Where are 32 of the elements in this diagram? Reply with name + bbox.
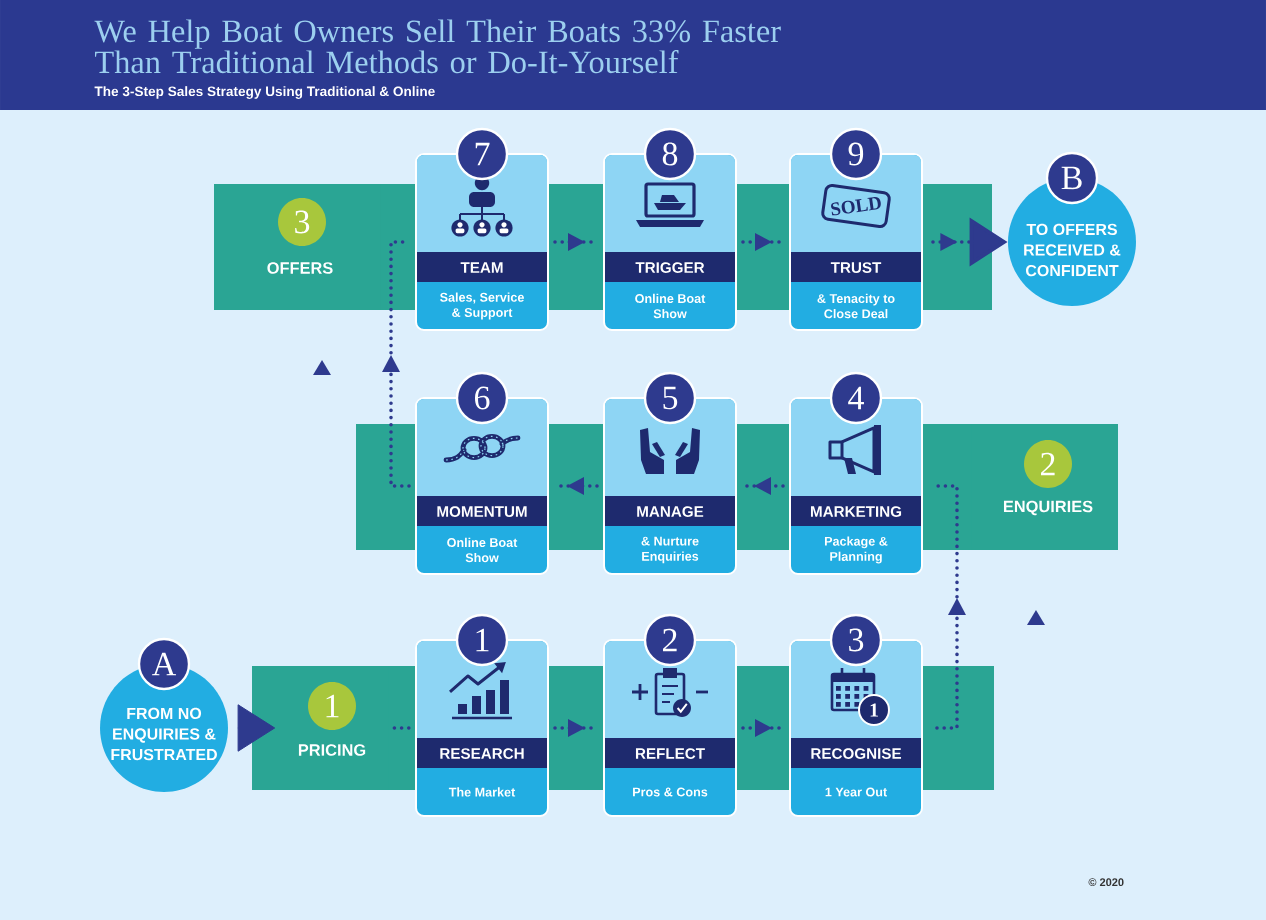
number-badge: 1 <box>455 613 509 667</box>
band <box>214 184 380 310</box>
number-badge: 8 <box>643 127 697 181</box>
arrow <box>553 719 599 737</box>
stage-label: PRICING <box>298 744 366 756</box>
arrow <box>237 704 276 752</box>
letter-badge: B <box>1045 151 1099 205</box>
arrow <box>741 233 785 251</box>
title: We Help Boat Owners Sell Their Boats 33% Faster Than Traditional Methods or Do-It-Yourself <box>94 19 781 74</box>
arrow <box>933 484 966 730</box>
letter-badge: A <box>137 637 191 691</box>
number-badge: 5 <box>643 371 697 425</box>
band <box>972 424 1118 550</box>
arrow <box>553 233 599 251</box>
stage-label: TO OFFERS RECEIVED & CONFIDENT <box>1024 223 1121 277</box>
number-badge: 1 <box>858 694 890 726</box>
number-badge: 6 <box>455 371 509 425</box>
number-badge: 4 <box>829 371 883 425</box>
arrow <box>553 477 599 495</box>
stamp-text: SOLD <box>831 197 881 216</box>
arrow <box>382 240 411 488</box>
number-badge: 3 <box>829 613 883 667</box>
number-badge: 2 <box>643 613 697 667</box>
stage-label: FROM NO ENQUIRIES & FRUSTRATED <box>111 707 217 761</box>
band <box>252 666 388 790</box>
connector-line <box>392 726 411 730</box>
number-badge: 7 <box>455 127 509 181</box>
stage-label: ENQUIRIES <box>1004 500 1093 516</box>
number-badge: 9 <box>829 127 883 181</box>
arrow <box>741 719 785 737</box>
stage-label: OFFERS <box>267 262 333 274</box>
arrow <box>741 477 785 495</box>
